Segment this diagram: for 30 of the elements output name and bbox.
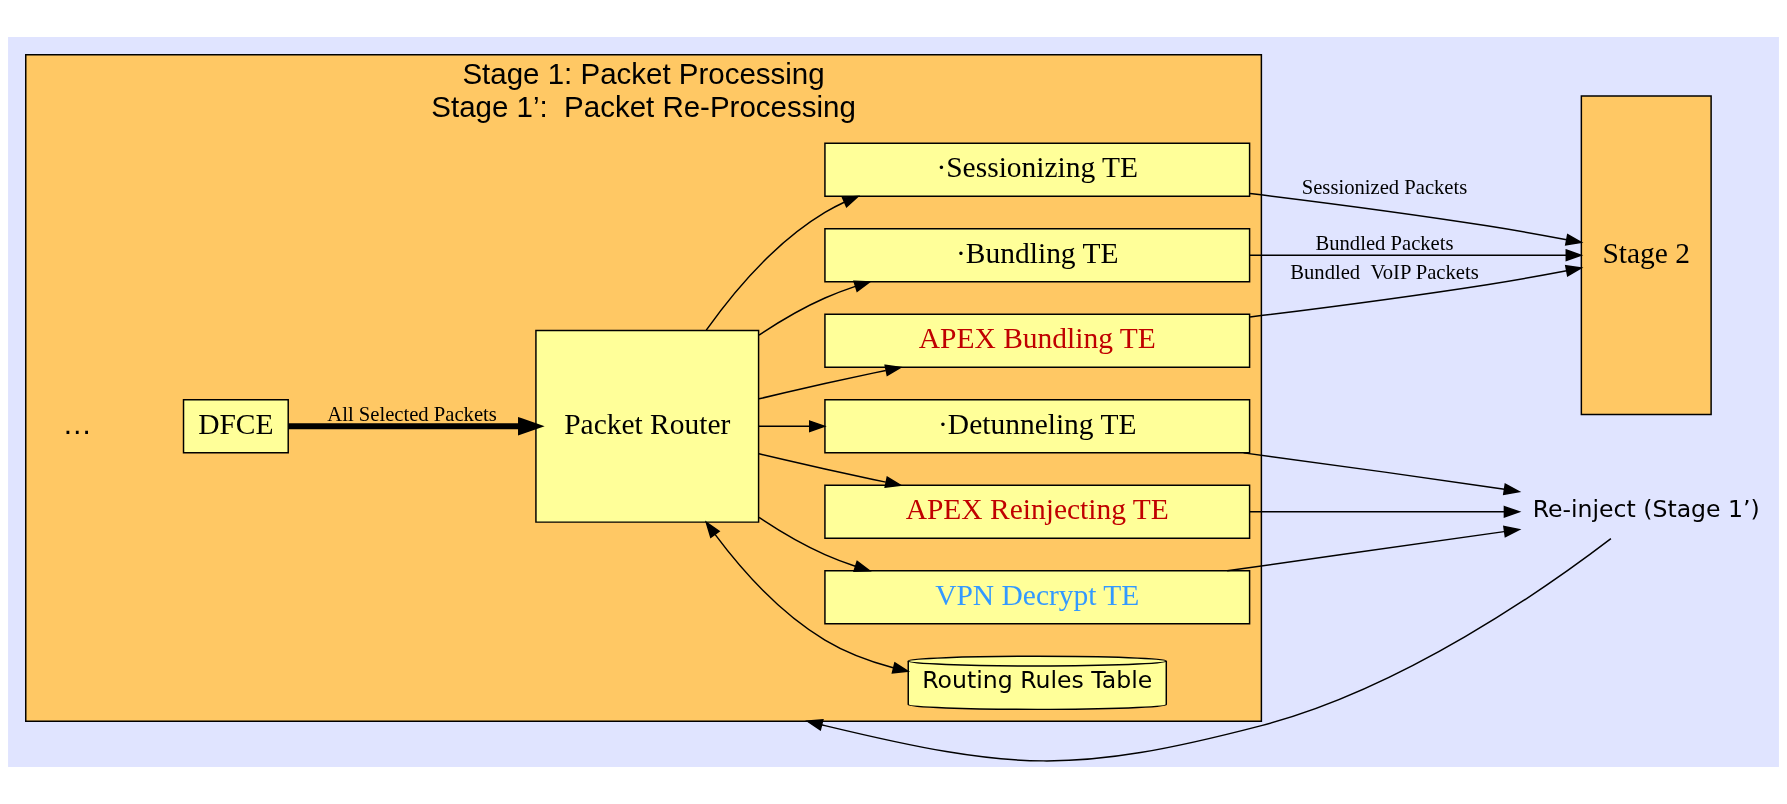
edge-label: Bundled Packets	[1315, 231, 1454, 254]
arrow	[705, 195, 861, 331]
node-box: DFCE	[182, 399, 289, 454]
node-box: Packet Router	[535, 329, 760, 523]
arrow	[758, 516, 872, 572]
node-box: ·Bundling TE	[824, 227, 1251, 283]
node-text: Re-inject (Stage 1’)	[1532, 495, 1760, 524]
arrow	[758, 453, 903, 489]
node-box: ·Detunneling TE	[824, 399, 1251, 454]
arrow	[1242, 452, 1522, 496]
arrow	[1249, 249, 1584, 262]
arrow	[758, 280, 872, 336]
edge-label: Sessionized Packets	[1301, 175, 1468, 198]
node-box: VPN Decrypt TE	[824, 570, 1251, 625]
edge-label: Bundled VoIP Packets	[1290, 261, 1479, 284]
label: …	[62, 406, 93, 440]
node-box: APEX Reinjecting TE	[824, 484, 1251, 540]
node-box: ·Sessionizing TE	[824, 142, 1251, 197]
arrow	[288, 416, 545, 436]
arrow	[704, 520, 911, 674]
arrow	[758, 364, 903, 400]
arrow	[805, 537, 1612, 762]
arrow	[1249, 192, 1584, 246]
node-box: APEX Bundling TE	[824, 313, 1251, 369]
arrow	[1249, 264, 1584, 318]
arrow	[757, 420, 827, 433]
edge-label: All Selected Packets	[327, 402, 497, 425]
arrow	[1249, 505, 1522, 518]
node-box: Stage 2	[1580, 95, 1712, 416]
arrow	[1226, 525, 1522, 572]
